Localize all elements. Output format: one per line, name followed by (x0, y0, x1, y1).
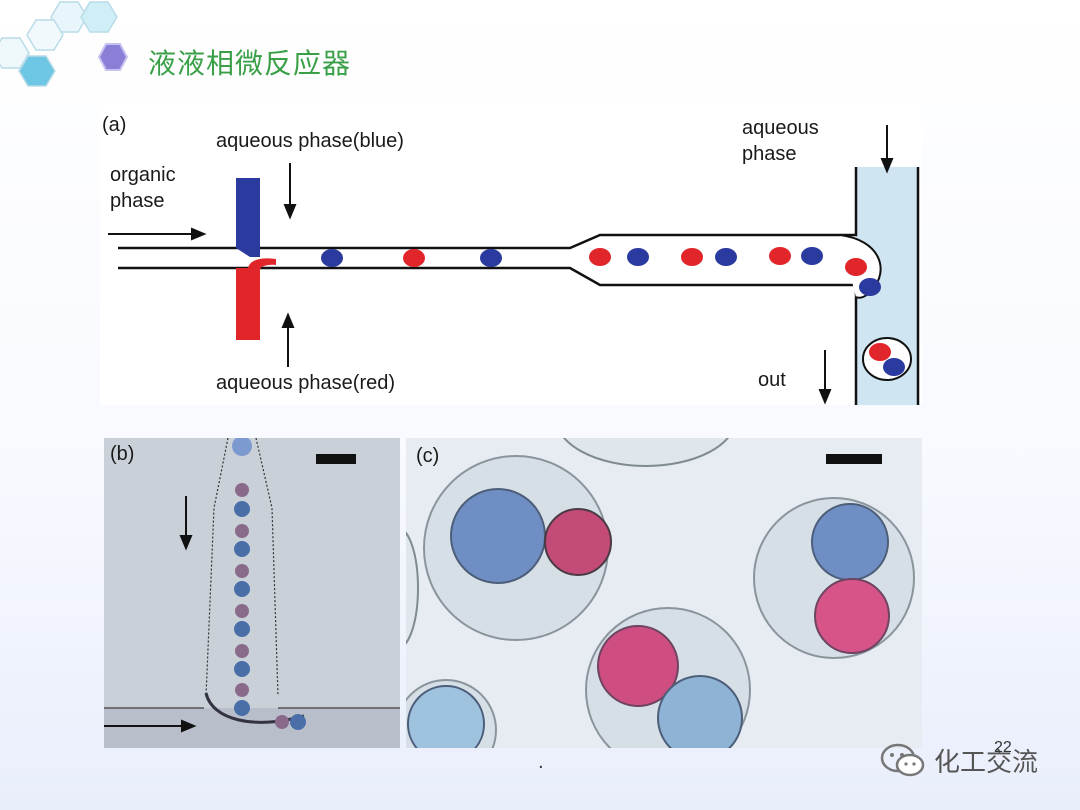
footer-dot: . (538, 752, 544, 773)
slide-title: 液液相微反应器 (148, 47, 352, 80)
out-label: out (758, 369, 786, 391)
aqueous-blue-label: aqueous phase(blue) (216, 130, 404, 152)
watermark-text: 化工交流 (934, 748, 1039, 778)
watermark: 化工交流 (880, 742, 1038, 779)
aqueous-red-label: aqueous phase(red) (216, 372, 395, 394)
aqueous-label-line2: phase (742, 143, 797, 165)
page-number: 22 (994, 739, 1012, 756)
panel-c-label: (c) (416, 445, 439, 467)
droplet-train (321, 247, 881, 296)
aqueous-label-line1: aqueous (742, 117, 819, 139)
droplet-column (232, 438, 306, 730)
panel-a-schematic: (a) aqueous phase(blue) (100, 105, 922, 405)
hexagon-decoration (0, 1, 129, 87)
panel-c-micrograph: (c) (406, 438, 922, 748)
organic-label-line1: organic (110, 164, 176, 186)
panel-b-label: (b) (110, 443, 134, 465)
panel-b-micrograph: (b) (104, 438, 400, 748)
organic-label-line2: phase (110, 190, 165, 212)
panel-a-label: (a) (102, 114, 126, 136)
wechat-icon (880, 743, 925, 776)
